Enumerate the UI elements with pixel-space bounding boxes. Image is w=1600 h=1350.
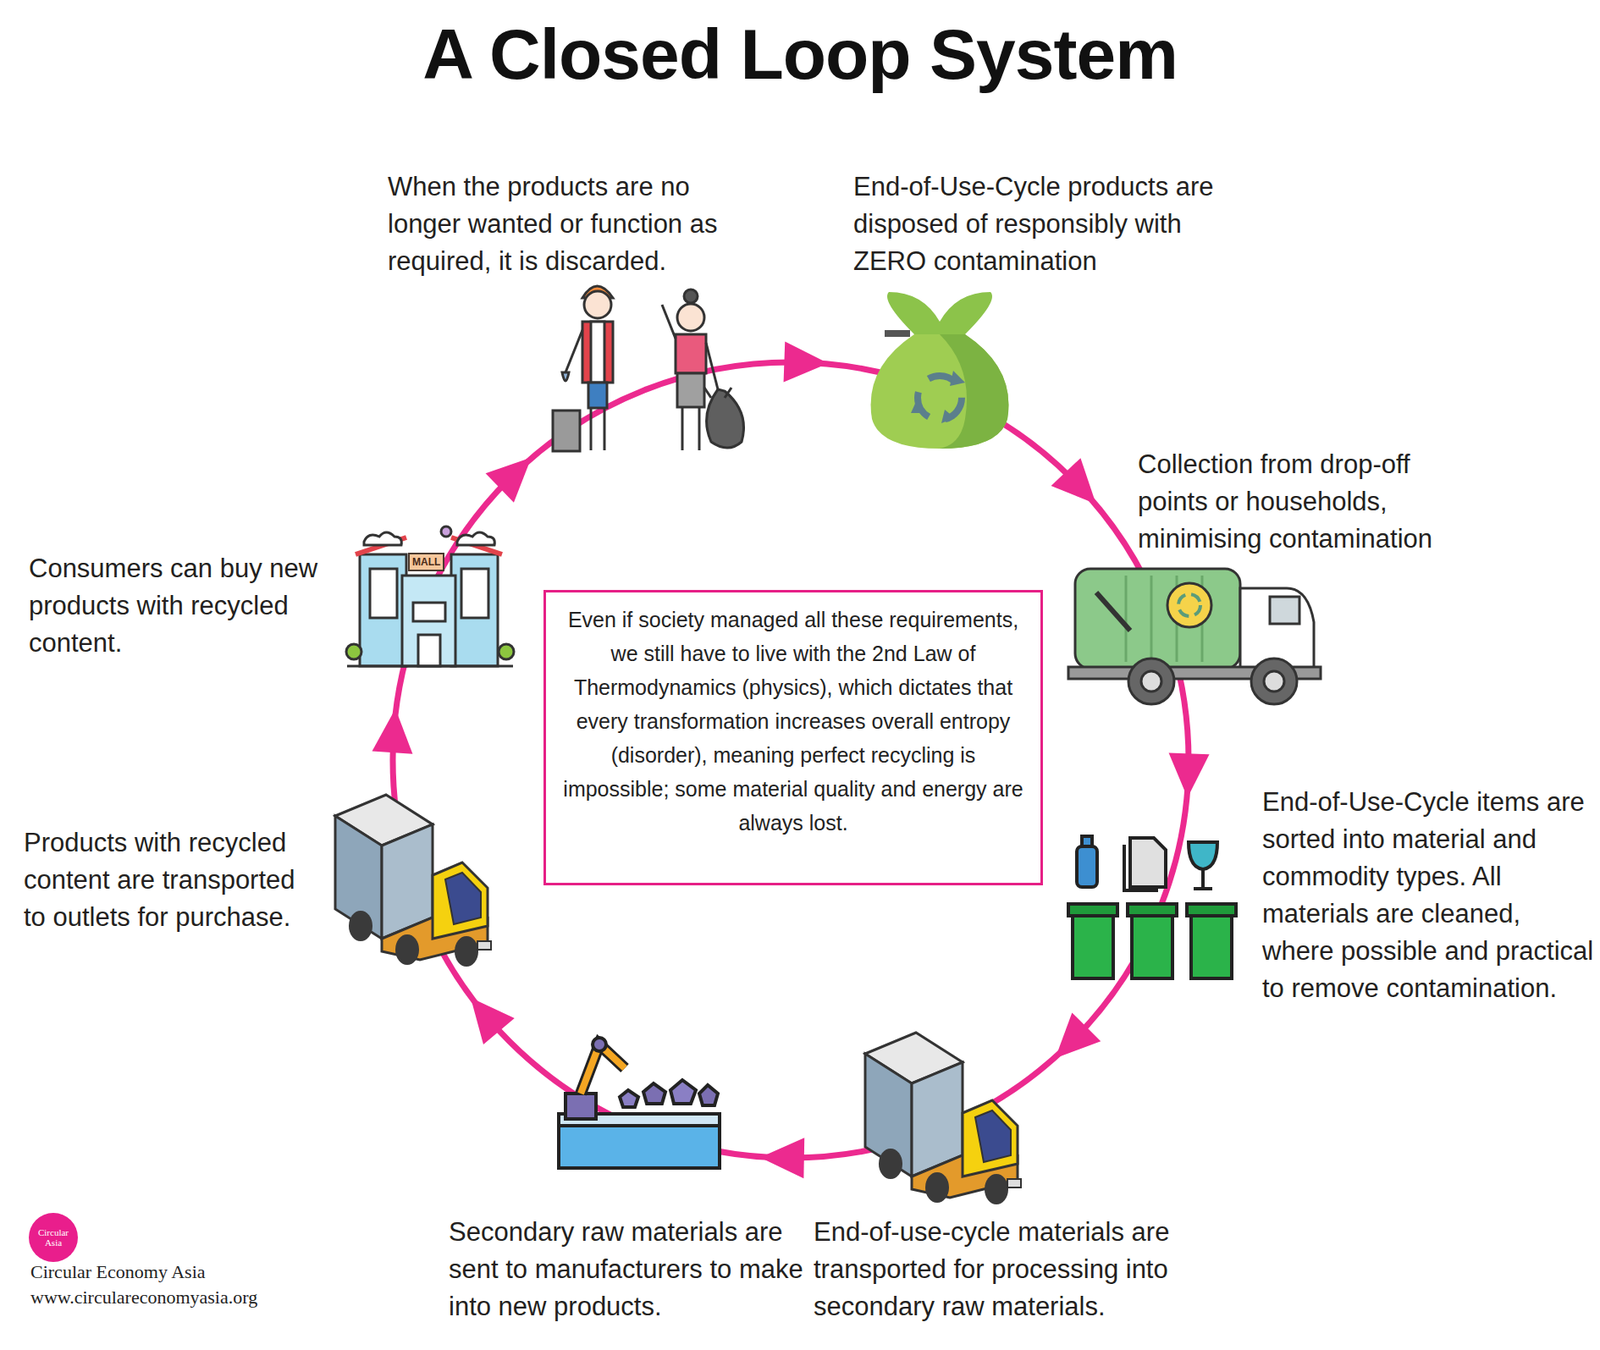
logo-text: Circular Asia bbox=[28, 1227, 78, 1248]
footer-text: Circular Economy Asia bbox=[30, 1260, 206, 1285]
step-text: Consumers can buy new products with recy… bbox=[28, 550, 343, 663]
logo-circle bbox=[28, 1213, 78, 1263]
loop-ring bbox=[392, 362, 1189, 1159]
step-text: End-of-Use-Cycle items are sorted into m… bbox=[1262, 783, 1595, 1008]
note-text: Even if society managed all these requir… bbox=[559, 602, 1027, 840]
footer-text: www.circulareconomyasia.org bbox=[30, 1285, 258, 1310]
recycling-bag-icon bbox=[871, 292, 1010, 449]
garbage-truck-icon bbox=[1068, 568, 1321, 705]
truck-icon bbox=[865, 1032, 1021, 1205]
step-text: Collection from drop-off points or house… bbox=[1137, 446, 1485, 558]
factory-icon bbox=[558, 1037, 720, 1169]
step-text: End-of-Use-Cycle products are disposed o… bbox=[853, 168, 1226, 281]
step-text: Products with recycled content are trans… bbox=[23, 824, 322, 937]
people-icon bbox=[552, 286, 745, 452]
truck-icon bbox=[335, 794, 492, 967]
step-text: End-of-use-cycle materials are transport… bbox=[813, 1213, 1203, 1326]
loop-arrowheads bbox=[372, 341, 1210, 1179]
sorting-bins-icon bbox=[1068, 836, 1236, 979]
step-text: Secondary raw materials are sent to manu… bbox=[448, 1213, 805, 1326]
sign-text: MALL bbox=[408, 552, 445, 572]
mall-icon bbox=[346, 526, 514, 667]
note-box: Even if society managed all these requir… bbox=[543, 590, 1043, 886]
title: A Closed Loop System bbox=[0, 11, 1600, 97]
step-text: When the products are no longer wanted o… bbox=[387, 168, 744, 281]
